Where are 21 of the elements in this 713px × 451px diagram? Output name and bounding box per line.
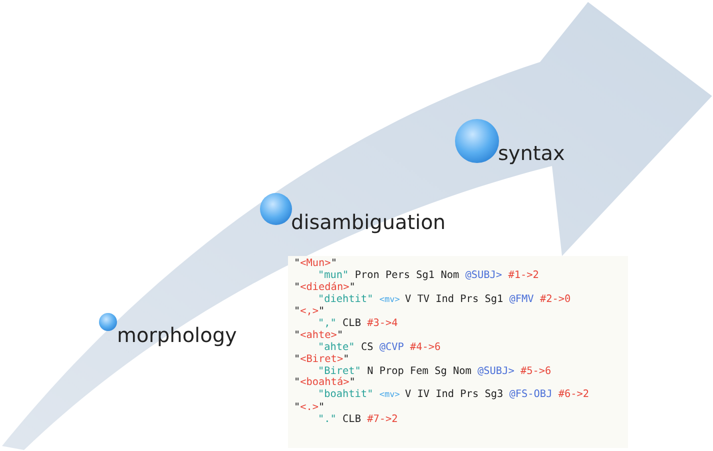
sphere (455, 119, 499, 163)
word-form-line: "<Biret>" (294, 354, 350, 366)
analysis-line: "mun" Pron Pers Sg1 Nom @SUBJ> #1->2 (317, 270, 539, 282)
word-form-line: "<,>" (294, 306, 325, 318)
stage-label: disambiguation (291, 210, 446, 234)
word-form-line: "<diedán>" (294, 282, 356, 294)
analysis-line: "diehtit" <mv> V TV Ind Prs Sg1 @FMV #2->0 (317, 294, 571, 306)
analysis-line: "ahte" CS @CVP #4->6 (317, 342, 441, 354)
code-panel (288, 256, 628, 448)
sphere (99, 313, 117, 331)
stage-label: syntax (498, 141, 565, 165)
stage-label: morphology (117, 323, 237, 347)
word-form-line: "<Mun>" (294, 258, 337, 270)
analysis-line: "Biret" N Prop Fem Sg Nom @SUBJ> #5->6 (318, 366, 552, 377)
analysis-line: "." CLB #7->2 (317, 414, 398, 426)
word-form-line: "<.>" (294, 402, 325, 414)
analysis-line: "boahtit" <mv> V IV Ind Prs Sg3 @FS-OBJ #6->2 (317, 389, 590, 402)
sphere (260, 193, 292, 225)
word-form-line: "<ahte>" (294, 330, 344, 342)
word-form-line: "<boahtá>" (294, 377, 356, 389)
analysis-line: "," CLB #3->4 (317, 318, 398, 330)
